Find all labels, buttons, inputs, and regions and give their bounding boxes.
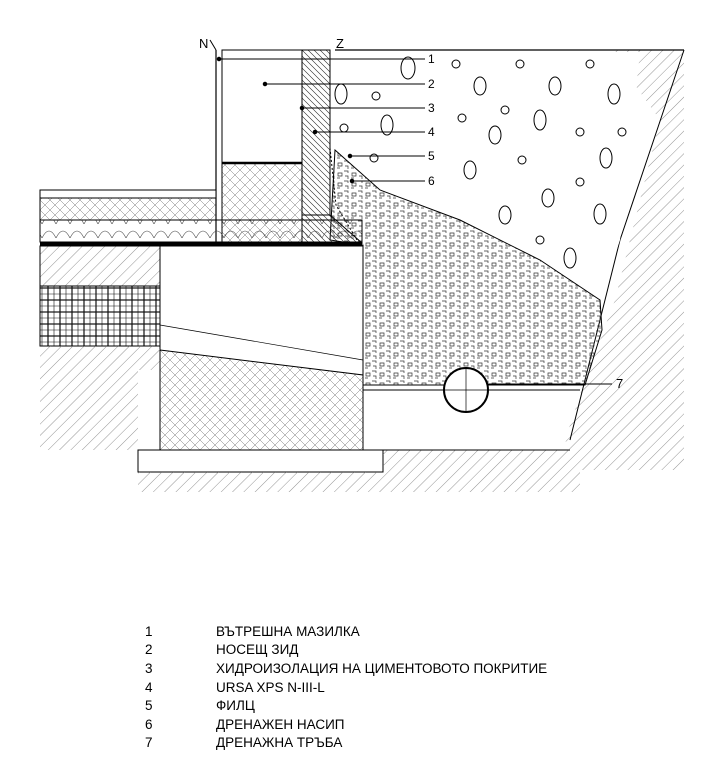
callout-1: 1 [428,52,435,66]
soil-left-lower [40,346,160,450]
legend-item: 5 ФИЛЦ [145,696,547,715]
legend-text: ВЪТРЕШНА МАЗИЛКА [216,623,360,639]
legend-item: 4 URSA XPS N-III-L [145,678,547,697]
legend-number: 4 [145,679,153,695]
legend-text: ХИДРОИЗОЛАЦИЯ НА ЦИМЕНТОВОТО ПОКРИТИЕ [216,660,548,676]
legend-number: 5 [145,698,153,714]
callout-5: 5 [428,149,435,163]
legend-number: 1 [145,623,153,639]
callout-2: 2 [428,77,435,91]
legend-number: 6 [145,716,153,732]
legend-text: URSA XPS N-III-L [216,679,325,695]
floor-insulation [39,197,217,221]
legend-number: 3 [145,660,153,676]
floor-soft-insulation [39,219,363,243]
legend-item: 1 ВЪТРЕШНА МАЗИЛКА [145,622,547,641]
axis-label-n: N [199,36,208,51]
legend-text: ФИЛЦ [216,698,255,714]
legend-text: ДРЕНАЖНА ТРЪБА [216,735,343,751]
soil-left [39,245,161,287]
foundation-footing [137,449,384,473]
legend-item: 2 НОСЕЩ ЗИД [145,641,547,660]
floor-membrane [40,242,362,246]
foundation-section-drawing: N Z 1 2 3 4 5 6 7 [39,36,685,492]
callout-leaders [216,56,612,385]
soil-bottom [138,450,580,492]
grid-insulation [39,285,161,347]
foundation-slope-line [159,324,364,361]
callout-4: 4 [428,125,435,139]
legend-item: 7 ДРЕНАЖНА ТРЪБА [145,734,547,753]
callout-7: 7 [616,376,623,391]
natural-ground-hatch [565,50,684,470]
callout-3: 3 [428,101,435,115]
legend-text: ДРЕНАЖЕН НАСИП [216,716,345,732]
legend: 1 ВЪТРЕШНА МАЗИЛКА 2 НОСЕЩ ЗИД 3 ХИДРОИЗОЛА… [145,622,547,752]
legend-text: НОСЕЩ ЗИД [216,642,299,658]
backfill-soil [335,52,640,300]
legend-number: 7 [145,735,153,751]
legend-item: 6 ДРЕНАЖЕН НАСИП [145,715,547,734]
axis-label-z: Z [336,36,344,51]
legend-item: 3 ХИДРОИЗОЛАЦИЯ НА ЦИМЕНТОВОТО ПОКРИТИЕ [145,659,547,678]
callout-6: 6 [428,174,435,188]
floor-screed [39,189,217,199]
axis-tick-n [209,39,217,51]
legend-number: 2 [145,642,153,658]
load-bearing-wall [221,49,303,164]
